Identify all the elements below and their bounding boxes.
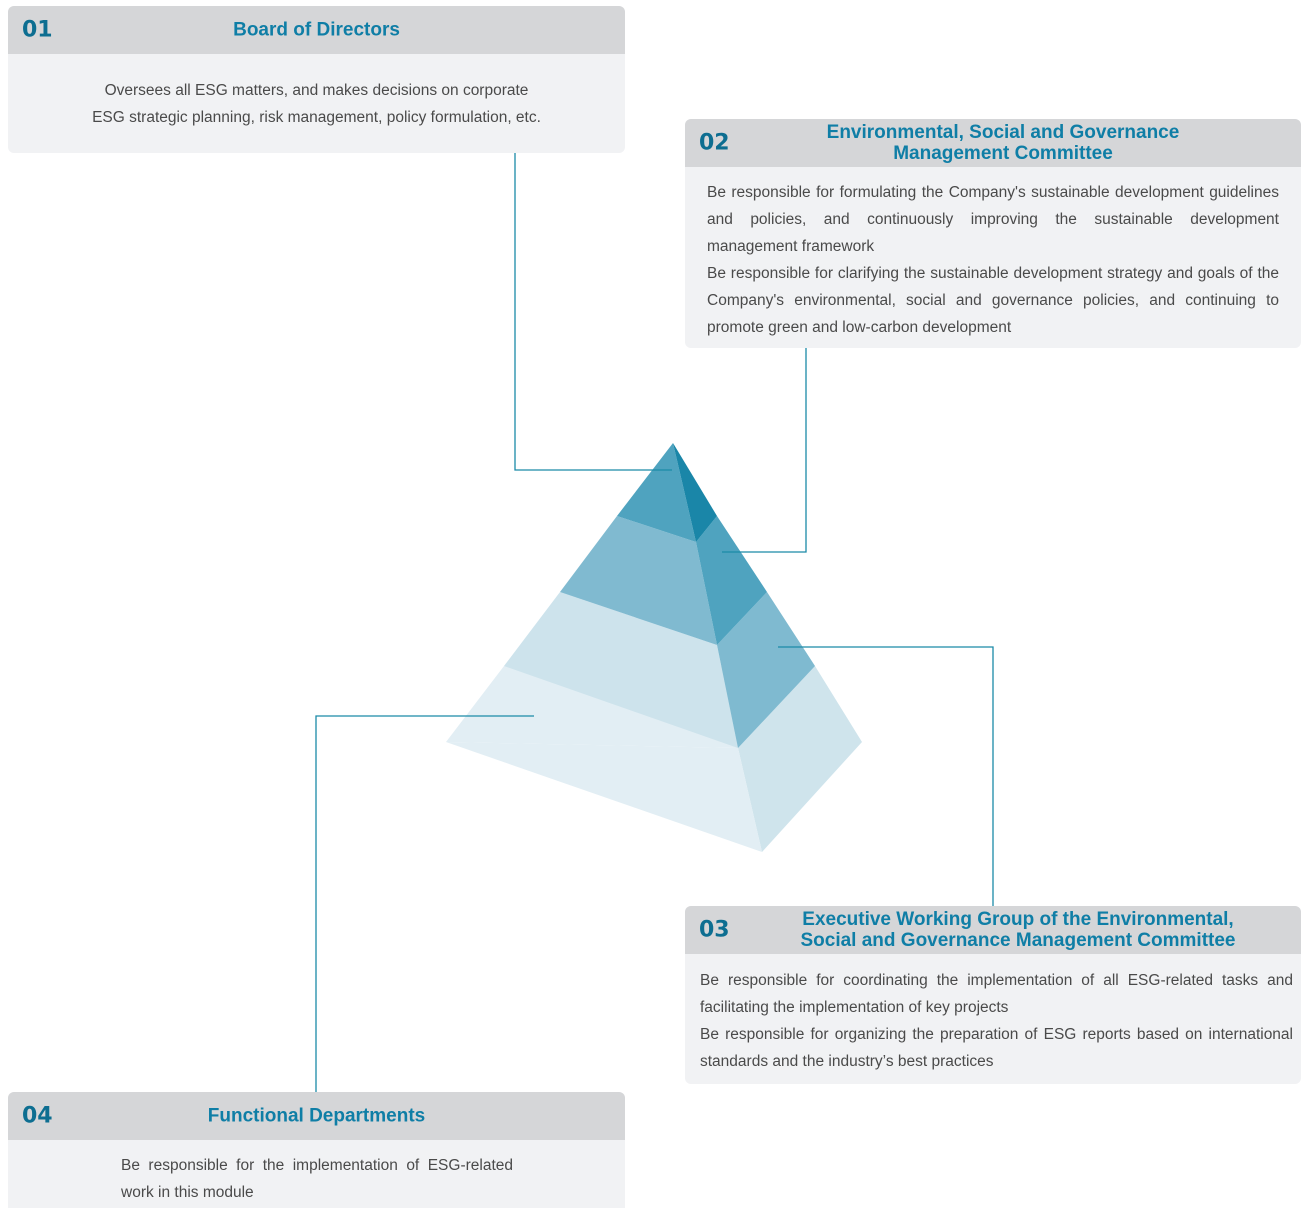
card-title-line: Executive Working Group of the Environme… xyxy=(802,909,1234,930)
card-number: 03 xyxy=(699,917,730,943)
card-number: 01 xyxy=(22,17,53,43)
card-title: Executive Working Group of the Environme… xyxy=(755,909,1281,951)
card-body-paragraph: Be responsible for coordinating the impl… xyxy=(700,972,1293,1016)
card-number: 02 xyxy=(699,130,730,156)
card-title-line: Management Committee xyxy=(893,143,1113,164)
connector-working-group xyxy=(778,646,994,906)
pyramid-tier-4-base xyxy=(446,742,762,852)
card-functional-departments: 04 Functional Departments Be responsible… xyxy=(8,1092,625,1208)
connector-committee xyxy=(722,348,807,553)
card-header: 02 Environmental, Social and Governance … xyxy=(685,119,1301,167)
pyramid-tier-4-side xyxy=(738,666,862,852)
card-body-paragraph: Be responsible for the implementation of… xyxy=(121,1157,513,1201)
card-body-paragraph: Be responsible for organizing the prepar… xyxy=(700,1026,1293,1070)
card-title-line: Functional Departments xyxy=(207,1105,426,1127)
card-body-paragraph: Be responsible for formulating the Compa… xyxy=(707,184,1279,255)
card-body-paragraph: Be responsible for clarifying the sustai… xyxy=(707,265,1279,336)
card-title-line: Board of Directors xyxy=(233,19,400,41)
card-body: Be responsible for formulating the Compa… xyxy=(685,167,1301,341)
card-body: Oversees all ESG matters, and makes deci… xyxy=(8,54,625,131)
card-header: 03 Executive Working Group of the Enviro… xyxy=(685,906,1301,954)
connector-departments xyxy=(315,715,534,1092)
pyramid-tier-2-front xyxy=(560,516,717,645)
card-body-line: Oversees all ESG matters, and makes deci… xyxy=(104,82,529,99)
card-executive-working-group: 03 Executive Working Group of the Enviro… xyxy=(685,906,1301,1084)
card-title: Functional Departments xyxy=(68,1106,565,1127)
pyramid-tier-3-front xyxy=(504,592,738,748)
pyramid-tier-1-front xyxy=(617,443,696,542)
card-title-line: Social and Governance Management Committ… xyxy=(800,930,1236,951)
card-esg-management-committee: 02 Environmental, Social and Governance … xyxy=(685,119,1301,348)
card-number: 04 xyxy=(22,1103,53,1129)
pyramid-tier-2-side xyxy=(696,516,767,645)
card-board-of-directors: 01 Board of Directors Oversees all ESG m… xyxy=(8,6,625,153)
card-title-line: Environmental, Social and Governance xyxy=(826,122,1180,143)
card-title: Board of Directors xyxy=(68,20,565,41)
card-body: Be responsible for the implementation of… xyxy=(8,1140,513,1206)
card-title: Environmental, Social and Governance Man… xyxy=(755,122,1251,164)
card-body-line: ESG strategic planning, risk management,… xyxy=(92,109,541,126)
pyramid-tier-1-side xyxy=(673,443,717,542)
card-body: Be responsible for coordinating the impl… xyxy=(685,954,1301,1075)
pyramid-tier-3-side xyxy=(717,592,815,748)
card-header: 01 Board of Directors xyxy=(8,6,625,54)
card-header: 04 Functional Departments xyxy=(8,1092,625,1140)
connector-board xyxy=(514,153,672,471)
